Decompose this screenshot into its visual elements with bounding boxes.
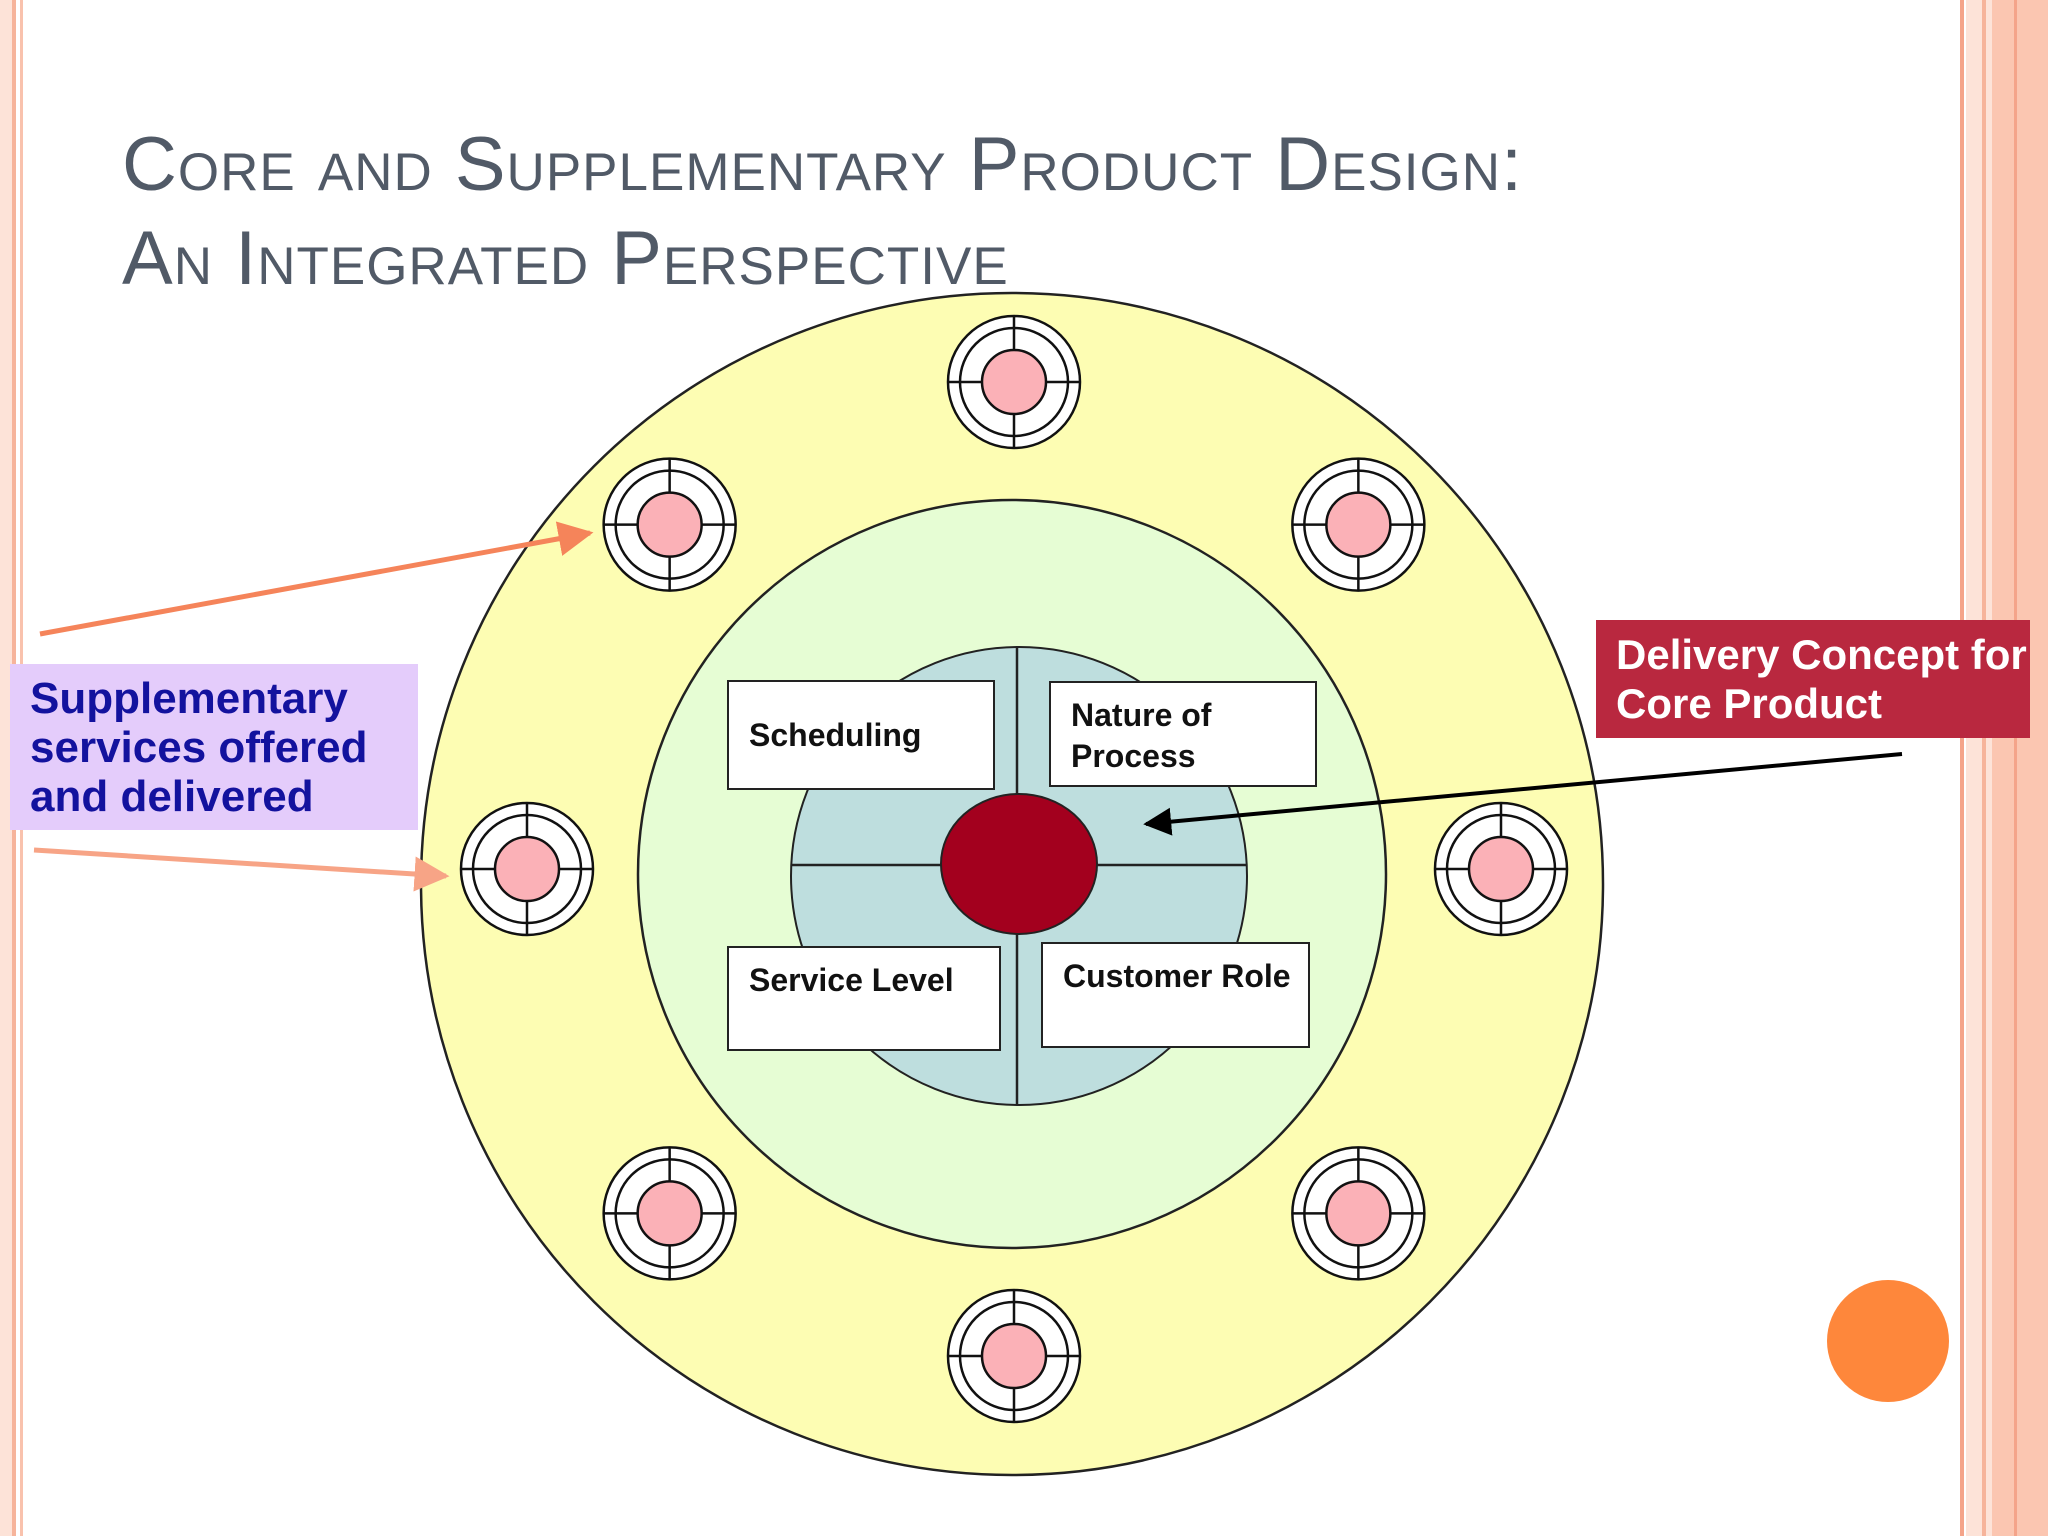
supplementary-services-callout: Supplementary services offered and deliv… [10,664,418,830]
supplementary-service-icon [1291,1146,1426,1281]
service-level-label: Service Level [727,946,1001,1051]
supplementary-arrow-lower [33,847,450,892]
slide-title: Core and Supplementary Product Design: A… [122,118,1523,306]
supplementary-service-icon [459,801,595,937]
supplementary-service-icon [946,314,1082,450]
title-line-2: An Integrated Perspective [122,216,1009,301]
side-stripe [1960,0,1964,1536]
customer-role-label: Customer Role [1041,942,1310,1048]
side-stripe [1982,0,1986,1536]
supplementary-services [459,314,1569,1424]
supplementary-arrow-upper [39,521,594,637]
side-stripe [2014,0,2017,1536]
supplementary-service-icon [946,1288,1082,1424]
supplementary-service-icon [1433,801,1569,937]
supplementary-service-icon [602,1146,737,1281]
side-stripe [1992,0,2048,1536]
nature-of-process-label: Nature of Process [1049,681,1317,787]
supplementary-service-icon [602,457,737,592]
scheduling-label: Scheduling [727,680,995,790]
delivery-concept-callout: Delivery Concept for Core Product [1596,620,2030,738]
side-stripe [0,0,12,1536]
delivery-arrow [1143,752,1903,836]
accent-dot [1827,1280,1949,1402]
core-product [940,793,1098,935]
supplementary-service-icon [1291,457,1426,592]
title-line-1: Core and Supplementary Product Design: [122,122,1524,207]
